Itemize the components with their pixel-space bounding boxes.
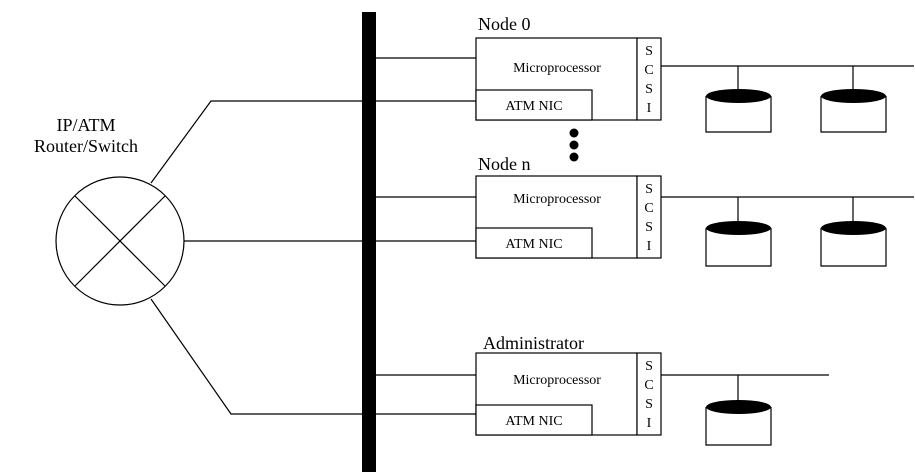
node-title: Administrator xyxy=(483,333,584,353)
atm-nic-box xyxy=(475,89,593,121)
router-link-top xyxy=(150,100,376,184)
scsi-letter: C xyxy=(644,63,653,78)
scsi-letter: S xyxy=(645,82,653,97)
disk-icon xyxy=(820,197,887,267)
router-label-line2: Router/Switch xyxy=(34,136,138,156)
scsi-letter: S xyxy=(645,397,653,412)
network-backbone xyxy=(362,12,376,472)
scsi-letter: I xyxy=(647,416,652,431)
scsi-letter: I xyxy=(647,101,652,116)
disk-icon xyxy=(820,66,887,133)
ellipsis-dots xyxy=(569,128,579,162)
atm-nic-label: ATM NIC xyxy=(505,99,562,114)
node-title: Node 0 xyxy=(478,14,531,34)
administrator-node: Administrator Microprocessor ATM NIC S C… xyxy=(376,333,829,446)
scsi-letter: I xyxy=(647,239,652,254)
disk-icon xyxy=(705,197,772,267)
atm-nic-box xyxy=(475,227,593,259)
router-switch: IP/ATM Router/Switch xyxy=(34,115,185,306)
disk-icon xyxy=(705,375,772,446)
scsi-letter: C xyxy=(644,201,653,216)
scsi-box xyxy=(636,37,662,121)
router-label-line1: IP/ATM xyxy=(56,115,115,135)
scsi-letter: S xyxy=(645,220,653,235)
disk-icon xyxy=(705,66,772,133)
processor-label: Microprocessor xyxy=(513,373,601,388)
scsi-letter: S xyxy=(645,359,653,374)
atm-nic-label: ATM NIC xyxy=(505,414,562,429)
atm-nic-box xyxy=(475,404,593,436)
atm-nic-label: ATM NIC xyxy=(505,237,562,252)
node-n: Node n Microprocessor ATM NIC S C S I xyxy=(376,154,914,267)
scsi-box xyxy=(636,175,662,259)
node-title: Node n xyxy=(478,154,531,174)
node-0: Node 0 Microprocessor ATM NIC S C S I xyxy=(376,14,914,133)
router-link-bottom xyxy=(150,298,376,415)
scsi-letter: C xyxy=(644,378,653,393)
scsi-letter: S xyxy=(645,44,653,59)
router-cross-line xyxy=(74,195,166,287)
processor-label: Microprocessor xyxy=(513,61,601,76)
processor-label: Microprocessor xyxy=(513,192,601,207)
scsi-box xyxy=(636,352,662,436)
scsi-letter: S xyxy=(645,182,653,197)
